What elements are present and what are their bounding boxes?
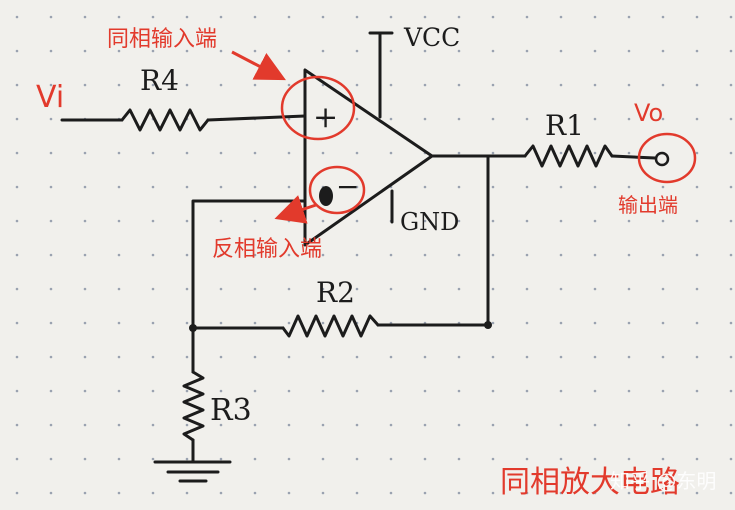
ground-symbol <box>153 460 232 483</box>
noninverting-arrow <box>231 50 286 81</box>
r2-label: R2 <box>316 276 355 309</box>
plus-input-highlight <box>280 75 356 141</box>
gnd-label: GND <box>400 208 459 236</box>
r1-label: R1 <box>545 109 584 142</box>
output-annotation: 输出端 <box>618 193 678 217</box>
plus-sign: + <box>313 100 338 135</box>
inverting-arrow <box>274 195 317 224</box>
r1-to-vo-wire <box>610 154 657 160</box>
vcc-label: VCC <box>403 23 460 52</box>
minus-sign: − <box>336 170 359 203</box>
inverting-input-dot <box>319 186 333 206</box>
vo-annotation: Vo <box>634 99 663 127</box>
vi-annotation: Vi <box>36 80 64 115</box>
resistor-r2 <box>281 314 380 338</box>
r4-label: R4 <box>140 64 179 97</box>
r4-to-plus-wire <box>206 114 307 122</box>
minus-input-highlight <box>308 165 366 215</box>
inverting-feedback-wire <box>191 199 307 330</box>
op-amp-triangle <box>303 68 434 247</box>
vo-terminal-highlight <box>637 132 697 184</box>
vo-terminal <box>654 151 670 167</box>
circuit-title: 同相放大电路 <box>500 465 680 500</box>
resistor-r1 <box>523 144 614 168</box>
watermark: 知乎 @东明 <box>610 469 716 493</box>
resistor-r4 <box>120 108 210 132</box>
resistor-r3 <box>182 370 205 442</box>
inverting-input-annotation: 反相输入端 <box>212 237 322 262</box>
noninverting-input-annotation: 同相输入端 <box>107 27 217 52</box>
r3-label: R3 <box>210 393 252 428</box>
